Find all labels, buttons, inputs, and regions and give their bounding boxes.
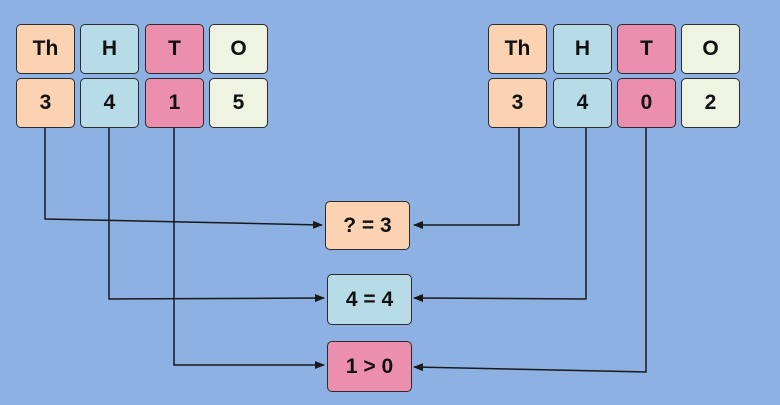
left-digit-tens: 1 [145,78,204,128]
left-header-tens: T [145,24,204,74]
right-digit-tens: 0 [617,78,676,128]
arrow-left-tens [173,127,325,369]
comparison-thousands: ? = 3 [325,201,410,250]
right-header-thousands: Th [488,24,547,74]
left-header-hundreds: H [80,24,139,74]
left-header-ones: O [209,24,268,74]
right-digit-thousands: 3 [488,78,547,128]
arrow-right-thousands [413,127,520,229]
arrow-right-tens [413,127,647,373]
right-header-ones: O [681,24,740,74]
right-header-hundreds: H [553,24,612,74]
left-digit-thousands: 3 [16,78,75,128]
arrow-left-thousands [44,127,323,229]
left-header-thousands: Th [16,24,75,74]
comparison-hundreds: 4 = 4 [327,274,412,325]
right-header-tens: T [617,24,676,74]
comparison-tens: 1 > 0 [327,341,412,392]
left-digit-hundreds: 4 [80,78,139,128]
left-digit-ones: 5 [209,78,268,128]
right-digit-ones: 2 [681,78,740,128]
right-digit-hundreds: 4 [553,78,612,128]
arrow-right-hundreds [413,127,587,303]
arrow-left-hundreds [108,127,325,303]
